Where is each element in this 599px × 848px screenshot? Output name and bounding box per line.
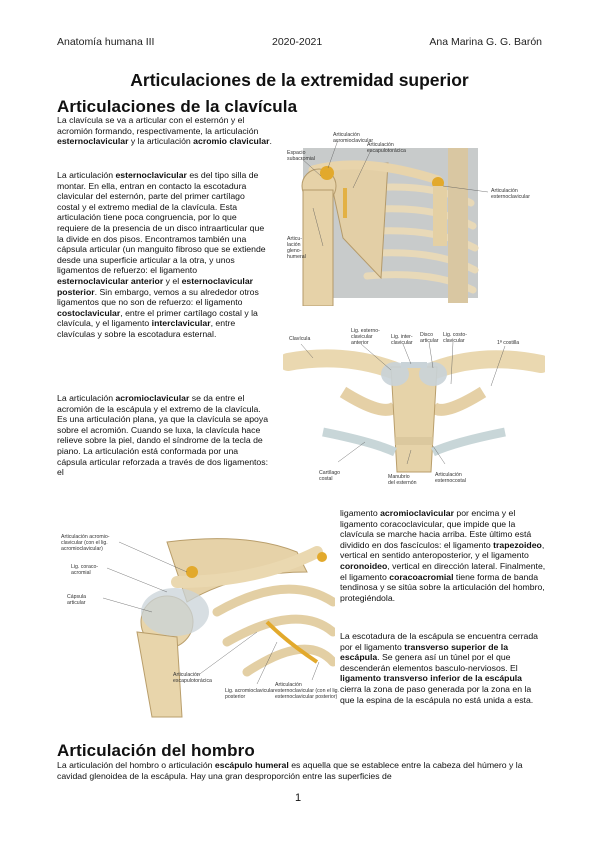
page-number: 1: [295, 792, 302, 804]
label-articulacion-esternocostal: Articulación esternocostal: [435, 472, 466, 484]
label-capsula-articular: Cápsula articular: [67, 594, 87, 606]
header-course: Anatomía humana III: [57, 36, 155, 48]
paragraph-intro: La clavícula se va a articular con el es…: [57, 115, 272, 147]
shoulder-girdle-figure: Articulación acromioclavicular Espacio s…: [283, 128, 545, 307]
shoulder-superior-figure: Articulación acromio- clavicular (con el…: [57, 512, 339, 722]
label-articulacion-esternoclavicular: Articulación esternoclavicular: [491, 188, 530, 200]
shoulder-girdle-illustration: [283, 128, 545, 307]
label-lig-esternoclavicular-anterior: Lig. esterno- clavicular anterior: [351, 328, 380, 346]
label-articulacion-glenohumeral: Articu- lación gleno- humeral: [287, 236, 306, 260]
sternoclavicular-figure: Clavícula Lig. esterno- clavicular anter…: [279, 322, 550, 494]
header-author: Ana Marina G. G. Barón: [429, 36, 542, 48]
page-title: Articulaciones de la extremidad superior: [130, 70, 469, 90]
label-articulacion-acromioclavicular: Articulación acromioclavicular: [333, 132, 374, 144]
label-articulacion-escapulotoracica: Articulación escapulotorácica: [367, 142, 406, 154]
paragraph-hombro: La articulación del hombro o articulació…: [57, 760, 523, 781]
sternoclavicular-illustration: [279, 322, 550, 494]
paragraph-esternoclavicular: La articulación esternoclavicular es del…: [57, 170, 266, 339]
label-lig-acromioclavicular-posterior: Lig. acromioclavicular posterior: [225, 688, 275, 700]
label-clavicula: Clavícula: [289, 336, 311, 342]
label-articulacion-acromioclavicular-lig: Articulación acromio- clavicular (con el…: [61, 534, 110, 552]
section-heading-hombro: Articulación del hombro: [57, 741, 255, 760]
paragraph-ligamentos: ligamento acromioclavicular por encima y…: [340, 508, 546, 603]
paragraph-acromioclavicular: La articulación acromioclavicular se da …: [57, 393, 269, 478]
header-year: 2020-2021: [272, 36, 323, 48]
label-lig-interclavicular: Lig. inter- clavicular: [391, 334, 413, 346]
label-espacio-subacromial: Espacio subacromial: [287, 150, 315, 162]
paragraph-escotadura: La escotadura de la escápula se encuentr…: [340, 631, 539, 705]
shoulder-superior-illustration: [57, 512, 338, 722]
section-heading-clavicula: Articulaciones de la clavícula: [57, 97, 298, 116]
label-lig-costoclavicular: Lig. costo- clavicular: [443, 332, 467, 344]
label-disco-articular: Disco articular: [420, 332, 439, 344]
label-cartilago-costal: Cartílago costal: [319, 470, 341, 482]
label-articulacion-escapulotoracica-2: Articulación escapulotorácica: [173, 672, 212, 684]
label-primera-costilla: 1ª costilla: [497, 340, 520, 346]
label-articulacion-esternoclavicular-posterior: Articulación esternoclavicular (con el l…: [275, 682, 340, 700]
label-lig-coracoacromial: Lig. coraco- acromial: [71, 564, 99, 576]
label-manubrio-esternon: Manubrio del esternón: [388, 474, 417, 486]
